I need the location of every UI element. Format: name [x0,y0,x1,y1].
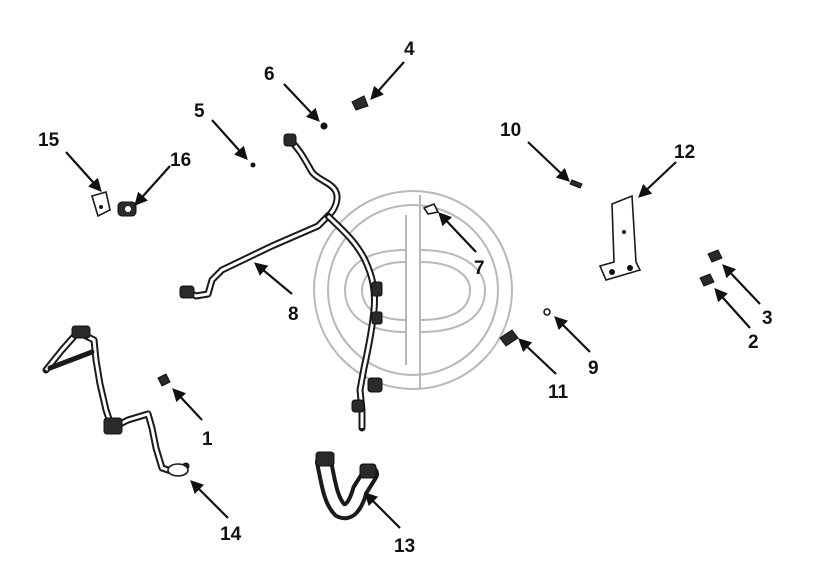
part-7-clip [422,202,440,215]
arrow-7 [438,212,477,253]
part-13-elbow-fitting [315,451,379,521]
part-16-fitting [117,201,137,217]
arrow-1 [172,388,203,421]
callout-label-9: 9 [588,358,599,379]
callout-label-16: 16 [170,150,191,171]
part-9-washer [543,308,551,316]
part-2-fitting [699,273,715,287]
callout-label-11: 11 [548,382,569,403]
arrow-13 [364,492,401,529]
arrow-15 [65,151,102,192]
arrow-14 [190,480,229,519]
watermark-logo [313,190,513,390]
callout-label-8: 8 [288,304,299,325]
part-12-bracket [598,194,642,281]
arrow-11 [518,338,557,375]
arrow-3 [722,264,761,305]
part-6-washer [320,122,328,130]
arrow-6 [283,83,320,122]
callout-label-6: 6 [264,64,275,85]
part-4-fitting [351,95,369,111]
callout-label-13: 13 [394,536,415,557]
callout-label-12: 12 [674,142,695,163]
callout-label-1: 1 [202,429,213,450]
arrow-2 [714,288,751,329]
arrow-5 [211,119,248,160]
callout-label-15: 15 [38,130,60,151]
part-10-screw [569,179,583,189]
callout-label-3: 3 [762,308,773,329]
callout-labels: 1 2 3 4 5 6 7 8 9 10 11 12 13 14 15 16 [38,39,773,557]
callout-label-4: 4 [404,39,415,60]
arrow-12 [638,161,677,198]
part-5-washer [250,162,256,168]
callout-arrows [65,61,761,529]
arrow-4 [370,61,405,100]
callout-label-5: 5 [194,101,205,122]
callout-label-10: 10 [500,120,521,141]
callout-label-7: 7 [474,258,485,279]
callout-label-14: 14 [220,524,242,545]
arrow-10 [527,141,570,182]
part-1-fitting [157,373,171,387]
part-14-tube-assembly [42,325,190,477]
part-15-clip [91,190,111,218]
part-3-fitting [707,249,723,263]
arrow-16 [134,165,171,206]
callout-label-2: 2 [748,332,759,353]
arrow-8 [253,262,293,295]
arrow-9 [554,316,591,353]
part-11-fitting [499,329,519,347]
part-8-tube-assembly [179,133,383,432]
